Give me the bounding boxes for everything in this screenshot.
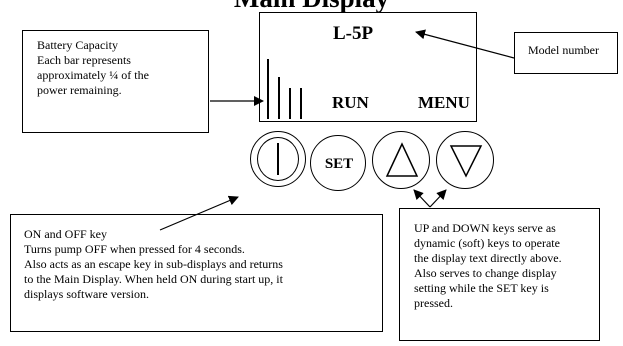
run-softkey-label: RUN [332, 93, 369, 112]
model-number-callout-text: Model number [528, 43, 599, 57]
battery-callout-line: Battery Capacity [37, 38, 118, 52]
updown-callout-line: Also serves to change display [414, 266, 557, 280]
battery-callout: Battery Capacity Each bar represents app… [22, 30, 209, 133]
updown-callout-line: UP and DOWN keys serve as [414, 221, 556, 235]
model-number-text: L-5P [333, 23, 374, 44]
onoff-callout-line: Turns pump OFF when pressed for 4 second… [24, 242, 245, 256]
battery-bar [300, 88, 302, 119]
menu-softkey-label: MENU [418, 93, 470, 112]
onoff-callout-line: to the Main Display. When held ON during… [24, 272, 283, 286]
triangle-down-icon [449, 145, 483, 178]
up-key[interactable] [372, 131, 430, 189]
updown-callout-line: the display text directly above. [414, 251, 562, 265]
updown-callout-line: pressed. [414, 296, 453, 310]
down-key[interactable] [436, 131, 494, 189]
battery-callout-line: approximately ¼ of the [37, 68, 149, 82]
model-number-callout: Model number [514, 32, 618, 74]
battery-bar [267, 59, 269, 119]
set-key-label: SET [324, 156, 354, 172]
triangle-up-icon [385, 142, 419, 177]
onoff-arrow [159, 195, 239, 231]
power-line-icon [277, 143, 279, 175]
onoff-callout-line: displays software version. [24, 287, 149, 301]
up-key-arrow [413, 189, 431, 208]
battery-bar [289, 88, 291, 119]
battery-callout-line: power remaining. [37, 83, 122, 97]
power-key-inner-ring [257, 137, 299, 181]
battery-bar [278, 77, 280, 119]
onoff-callout: ON and OFF key Turns pump OFF when press… [10, 214, 383, 332]
updown-callout-line: dynamic (soft) keys to operate [414, 236, 560, 250]
updown-callout-line: setting while the SET key is [414, 281, 549, 295]
set-key[interactable]: SET [310, 135, 366, 191]
power-key[interactable] [250, 131, 306, 187]
lcd-display: L-5P RUN MENU [259, 12, 477, 122]
model-number-arrow [415, 29, 515, 59]
updown-callout: UP and DOWN keys serve as dynamic (soft)… [399, 208, 600, 341]
down-key-arrow [429, 189, 447, 208]
onoff-callout-line: ON and OFF key [24, 227, 107, 241]
battery-callout-line: Each bar represents [37, 53, 131, 67]
page-title: Main Display [0, 0, 623, 13]
onoff-callout-line: Also acts as an escape key in sub-displa… [24, 257, 283, 271]
